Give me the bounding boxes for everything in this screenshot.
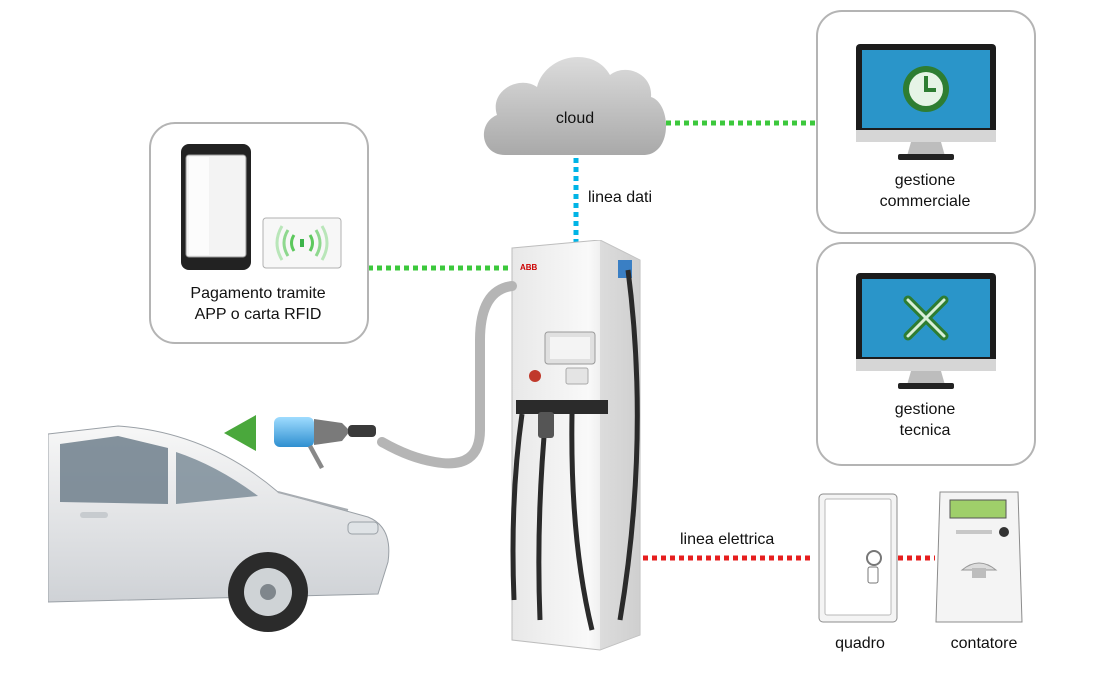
charging-station-icon: ABB: [510, 240, 641, 651]
car-window: [60, 436, 168, 504]
headlight: [347, 521, 379, 535]
panel-label: quadro: [835, 635, 885, 652]
door-handle: [80, 512, 108, 518]
tools-icon: [903, 295, 949, 341]
connector-holster: [516, 400, 608, 414]
cloud-icon: [483, 57, 667, 155]
arrow-left-icon: [224, 415, 256, 451]
payment-label: Pagamento tramite APP o carta RFID: [190, 285, 326, 323]
computer-monitor-icon: [856, 44, 996, 160]
data-line-label: linea dati: [588, 189, 653, 206]
electric-car-icon: [48, 425, 390, 632]
smartphone-icon: [181, 144, 251, 270]
charging-cable: [510, 413, 525, 601]
card-reader-icon: [565, 367, 589, 385]
electric-meter-icon: [935, 491, 1023, 623]
charging-cable-gray: [377, 281, 517, 469]
computer-monitor-icon: [856, 273, 996, 389]
clock-icon: [903, 66, 949, 112]
lock-icon: [866, 550, 882, 566]
commercial-management-label: gestione commerciale: [879, 172, 971, 210]
power-line-label: linea elettrica: [680, 531, 775, 548]
technical-management-label: gestione tecnica: [894, 401, 956, 439]
electrical-panel-icon: [818, 493, 898, 623]
connector-plug-icon: [538, 412, 554, 438]
meter-label: contatore: [950, 635, 1018, 652]
charging-plug-icon: [274, 417, 376, 469]
stop-button-icon: [529, 370, 541, 382]
cloud-label: cloud: [555, 110, 595, 127]
rfid-card-icon: [262, 217, 342, 269]
meter-display: [949, 499, 1007, 519]
charger-brand-text: ABB: [520, 263, 538, 272]
